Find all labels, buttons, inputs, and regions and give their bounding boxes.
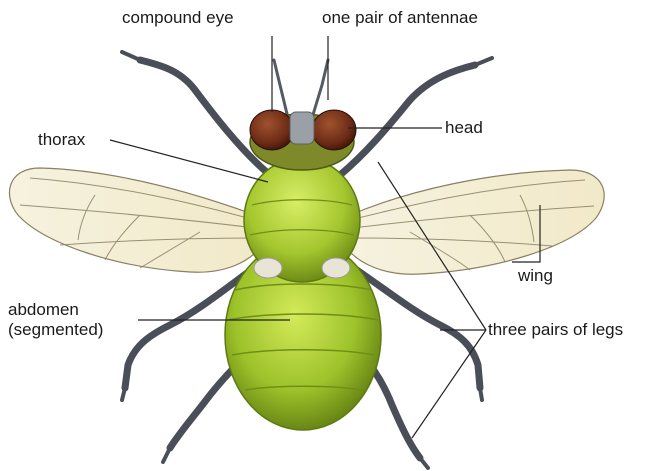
label-legs: three pairs of legs (488, 320, 623, 339)
label-compound-eye: compound eye (122, 8, 234, 27)
label-abdomen: abdomen (8, 300, 79, 319)
label-thorax: thorax (38, 130, 85, 149)
thorax (244, 158, 360, 282)
right-wing (345, 170, 604, 274)
left-wing (9, 168, 262, 272)
label-antennae: one pair of antennae (322, 8, 478, 27)
antennae (274, 60, 328, 118)
label-wing: wing (518, 266, 553, 285)
leader-legs-hind (412, 330, 486, 438)
label-head: head (445, 118, 483, 137)
label-abdomen-segmented: (segmented) (8, 320, 103, 339)
head (250, 110, 356, 170)
